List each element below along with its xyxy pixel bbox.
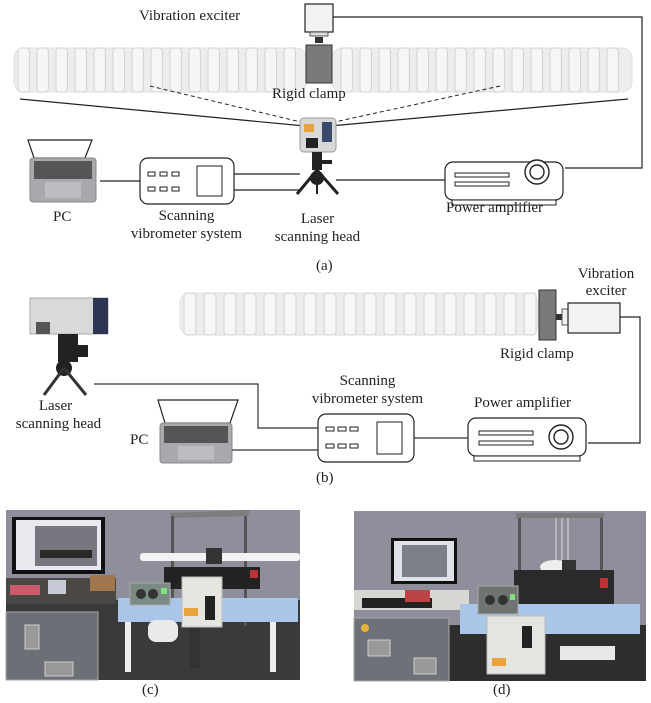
pipe-segment	[36, 47, 49, 93]
pipe-segment	[523, 292, 537, 336]
pipe-segment	[169, 47, 182, 93]
pipe-segment	[223, 292, 237, 336]
label-laser-head-b-line2: scanning head	[15, 416, 102, 432]
pipe-segment	[416, 47, 429, 93]
label-laser-head-b-line1: Laser	[38, 398, 73, 414]
label-vibration-exciter-b-line2: exciter	[585, 283, 627, 299]
scanning-vibrometer-system-b	[317, 413, 415, 463]
pipe-segment	[340, 47, 353, 93]
label-vibration-exciter-a: Vibration exciter	[139, 8, 241, 24]
pc-laptop-b	[157, 399, 239, 464]
pipe-segment	[483, 292, 497, 336]
cable-exciter-amplifier-b	[588, 316, 641, 444]
pipe-segment	[283, 47, 296, 93]
caption-d: (d)	[493, 682, 511, 698]
vibration-exciter-a	[304, 3, 334, 33]
pipe-segment	[463, 292, 477, 336]
caption-a: (a)	[316, 258, 333, 274]
pipe-segment	[587, 47, 600, 93]
pipe-segment	[112, 47, 125, 93]
pipe-b	[179, 292, 539, 336]
pipe-segment	[323, 292, 337, 336]
pipe-segment	[93, 47, 106, 93]
pipe-segment	[226, 47, 239, 93]
pipe-segment	[549, 47, 562, 93]
pipe-segment	[363, 292, 377, 336]
pipe-segment	[503, 292, 517, 336]
pipe-segment	[150, 47, 163, 93]
pipe-segment	[263, 292, 277, 336]
rigid-clamp-b	[538, 289, 557, 341]
label-pc-b: PC	[130, 432, 149, 448]
pipe-segment	[245, 47, 258, 93]
pipe-segment	[511, 47, 524, 93]
cable-exciter-amplifier-a	[333, 16, 643, 169]
pipe-segment	[74, 47, 87, 93]
pipe-segment	[359, 47, 372, 93]
laser-scanning-head-b	[29, 297, 109, 396]
pipe-segment	[443, 292, 457, 336]
pipe-segment	[606, 47, 619, 93]
pipe-segment	[264, 47, 277, 93]
pipe-segment	[303, 292, 317, 336]
pipe-segment	[188, 47, 201, 93]
caption-b: (b)	[316, 470, 334, 486]
label-power-amplifier-a: Power amplifier	[446, 200, 544, 216]
label-rigid-clamp-a: Rigid clamp	[272, 86, 346, 102]
label-scanning-system-b-line2: vibrometer system	[311, 391, 424, 407]
pipe-segment	[243, 292, 257, 336]
pipe-segment	[454, 47, 467, 93]
pipe-segment	[383, 292, 397, 336]
pipe-segment	[530, 47, 543, 93]
photo-d	[353, 511, 646, 682]
label-scanning-system-a-line1: Scanning	[158, 208, 215, 224]
pipe-segment	[17, 47, 30, 93]
label-power-amplifier-b: Power amplifier	[474, 395, 572, 411]
pipe-segment	[492, 47, 505, 93]
rigid-clamp-a	[305, 44, 333, 84]
pipe-segment	[283, 292, 297, 336]
pipe-segment	[343, 292, 357, 336]
pipe-segment	[423, 292, 437, 336]
pipe-a	[13, 47, 633, 93]
pipe-segment	[203, 292, 217, 336]
pipe-segment	[435, 47, 448, 93]
pipe-segment	[55, 47, 68, 93]
label-vibration-exciter-b-line1: Vibration	[577, 266, 635, 282]
label-rigid-clamp-b: Rigid clamp	[500, 346, 574, 362]
power-amplifier-a	[444, 159, 564, 206]
label-laser-head-a-line1: Laser	[300, 211, 335, 227]
label-scanning-system-a-line2: vibrometer system	[130, 226, 243, 242]
power-amplifier-b	[467, 417, 587, 462]
photo-c	[5, 510, 300, 681]
label-laser-head-a-line2: scanning head	[274, 229, 361, 245]
pc-laptop-a	[27, 139, 97, 203]
pipe-segment	[397, 47, 410, 93]
pipe-segment	[403, 292, 417, 336]
scanning-vibrometer-system-a	[139, 157, 235, 205]
pipe-segment	[183, 292, 197, 336]
pipe-segment	[378, 47, 391, 93]
pipe-segment	[131, 47, 144, 93]
pipe-segment	[568, 47, 581, 93]
pipe-segment	[473, 47, 486, 93]
vibration-exciter-b	[567, 302, 621, 334]
label-scanning-system-b-line1: Scanning	[339, 373, 396, 389]
caption-c: (c)	[142, 682, 159, 698]
label-pc-a: PC	[53, 209, 72, 225]
pipe-segment	[207, 47, 220, 93]
laser-scanning-head-a	[295, 117, 340, 195]
